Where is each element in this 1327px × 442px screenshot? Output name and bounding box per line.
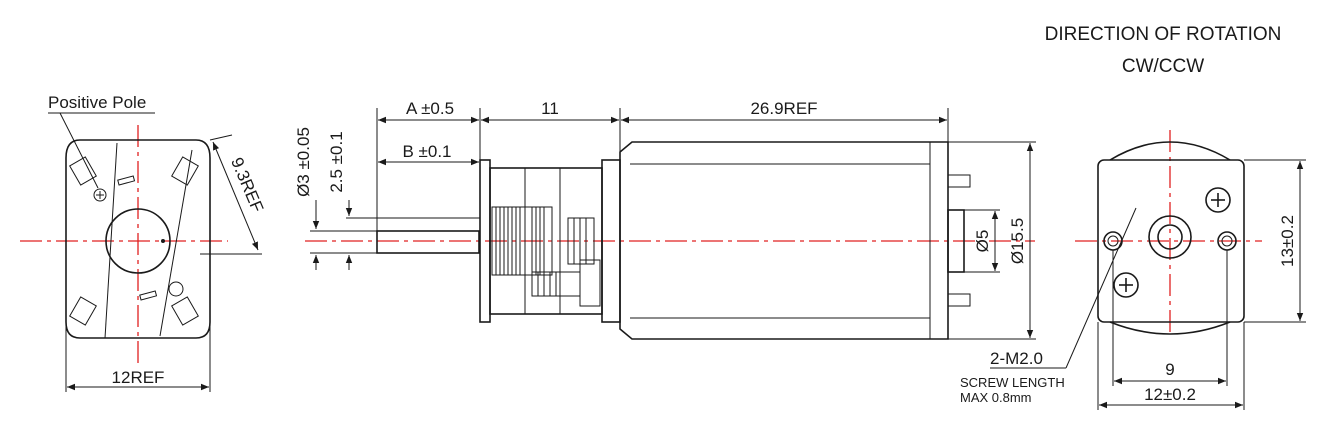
left-band-line: [159, 149, 193, 337]
dim-a-label: A ±0.5: [406, 99, 454, 118]
motor-terminal: [947, 174, 971, 188]
left-terminal-tab: [69, 156, 97, 186]
left-small-hole: [168, 281, 184, 297]
gear-4: [579, 259, 601, 307]
dim-width-label: 12REF: [112, 368, 165, 387]
positive-pole-label: Positive Pole: [48, 93, 146, 112]
rotation-title: DIRECTION OF ROTATION: [1045, 24, 1282, 45]
screw-note-1: SCREW LENGTH: [960, 375, 1065, 390]
output-shaft: [376, 230, 480, 254]
left-terminal-tab: [171, 296, 199, 326]
right-boss-outer: [1148, 215, 1192, 259]
right-boss-inner: [1157, 224, 1183, 250]
left-body-outline: [65, 139, 211, 339]
screw-hole-inner: [1221, 235, 1233, 247]
dim-boss-label: Ø5: [973, 230, 992, 253]
right-end-view: 13±0.2 2-M2.0 SCREW LENGTH MAX 0.8mm 9 1…: [960, 130, 1306, 410]
dim-b-label: B ±0.1: [402, 142, 451, 161]
left-terminal-tab: [69, 296, 97, 326]
dim-width-label: 12±0.2: [1144, 385, 1196, 404]
left-slot: [139, 290, 158, 301]
left-slot: [117, 175, 136, 186]
dim-flat-label: 2.5 ±0.1: [327, 131, 346, 192]
left-band-line: [104, 142, 118, 339]
side-view: A ±0.5 11 26.9REF B ±0.1 Ø3 ±0.05 2.5 ±0…: [294, 99, 1036, 340]
left-end-view: Positive Pole 9.3REF 12REF: [20, 93, 267, 392]
right-plate: [1097, 159, 1245, 323]
screw-note-2: MAX 0.8mm: [960, 390, 1032, 405]
gear-2: [567, 217, 595, 265]
screw-leader: [1065, 207, 1137, 369]
dim-extension: [209, 134, 233, 141]
dim-height-label: 13±0.2: [1278, 215, 1297, 267]
dim-holes-label: 9: [1165, 360, 1174, 379]
dim-line-diag: [212, 141, 259, 251]
rotation-note: DIRECTION OF ROTATION CW/CCW: [1045, 24, 1282, 77]
left-terminal-tab: [171, 156, 199, 186]
motor-terminal: [947, 293, 971, 307]
dim-diag-label: 9.3REF: [227, 155, 267, 215]
right-bottom-arc: [1109, 321, 1231, 335]
plus-icon: [93, 188, 107, 202]
dim-body-label: Ø15.5: [1008, 218, 1027, 264]
phillips-screw-icon: [1205, 187, 1231, 213]
dim-shaft-dia-label: Ø3 ±0.05: [294, 127, 313, 197]
gear-train: [491, 206, 601, 307]
dim-motor-label: 26.9REF: [750, 99, 817, 118]
phillips-screw-icon: [1113, 272, 1139, 298]
positive-pole-leader: [59, 112, 99, 189]
rear-boss: [947, 209, 965, 273]
left-bearing: [105, 208, 171, 274]
screw-label: 2-M2.0: [990, 349, 1043, 368]
left-center-dot: [161, 239, 165, 243]
rotation-value: CW/CCW: [1122, 56, 1204, 77]
right-top-arc: [1109, 141, 1231, 161]
gear-1: [491, 206, 553, 276]
dim-gear-label: 11: [541, 99, 559, 118]
screw-hole-inner: [1107, 235, 1119, 247]
